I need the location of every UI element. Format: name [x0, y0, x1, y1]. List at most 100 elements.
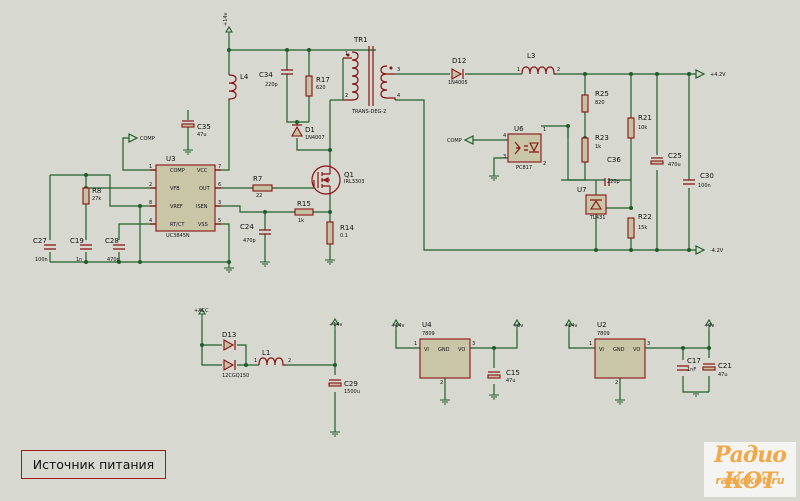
- svg-text:2: 2: [557, 67, 560, 73]
- c36-capacitor: [604, 178, 610, 186]
- wires: [49, 38, 710, 432]
- svg-text:220p: 220p: [607, 179, 620, 185]
- svg-text:COMP: COMP: [170, 168, 185, 174]
- svg-text:C28: C28: [105, 237, 119, 245]
- power-terminals: +14v +ACC +14v +14v +8v +14v +9v +4.2V -…: [128, 12, 726, 437]
- output-label-minus: -4.2V: [710, 248, 724, 254]
- svg-text:ISEN: ISEN: [196, 204, 208, 210]
- svg-text:3: 3: [218, 200, 221, 206]
- svg-text:470p: 470p: [107, 257, 120, 263]
- u2-regulator: VI VO GND U2 7809 1 3 2: [589, 321, 650, 386]
- u7-part: TL431: [589, 215, 605, 221]
- svg-text:0.1: 0.1: [340, 233, 348, 239]
- svg-text:VI: VI: [424, 347, 429, 353]
- l1-inductor: L1 1 2: [254, 349, 291, 366]
- svg-text:3: 3: [397, 67, 400, 73]
- svg-text:VO: VO: [458, 347, 465, 353]
- svg-text:R22: R22: [638, 213, 652, 221]
- svg-text:3: 3: [503, 154, 506, 160]
- svg-text:C30: C30: [700, 172, 714, 180]
- svg-text:100n: 100n: [35, 257, 48, 263]
- svg-text:22: 22: [256, 193, 262, 199]
- svg-text:1: 1: [589, 341, 592, 347]
- svg-text:VREF: VREF: [170, 204, 183, 210]
- rail-label-14v-3: +14v: [391, 323, 405, 329]
- svg-text:1: 1: [517, 67, 520, 73]
- svg-text:1: 1: [543, 127, 546, 133]
- svg-text:2: 2: [615, 380, 618, 386]
- svg-text:R7: R7: [253, 175, 262, 183]
- rail-label-8v: +8v: [513, 323, 523, 329]
- svg-text:7: 7: [218, 164, 221, 170]
- watermark-line2: radiokot.ru: [715, 474, 785, 487]
- title-text: Источник питания: [32, 457, 155, 472]
- u6-ref: U6: [514, 125, 524, 133]
- svg-text:1k: 1k: [595, 144, 601, 150]
- svg-text:C34: C34: [259, 71, 273, 79]
- svg-text:OUT: OUT: [199, 186, 211, 192]
- svg-text:VO: VO: [633, 347, 640, 353]
- d1-ref: D1: [305, 126, 315, 134]
- svg-text:47u: 47u: [197, 132, 207, 138]
- u6-part: PC817: [516, 165, 532, 171]
- svg-text:C24: C24: [240, 223, 254, 231]
- c24-capacitor: [259, 229, 271, 235]
- d13-dual-diode: D13 12CGQ150: [222, 331, 249, 379]
- u4-regulator: VI VO GND U4 7809 1 3 2: [414, 321, 475, 386]
- c27-capacitor: [44, 244, 56, 250]
- svg-text:220p: 220p: [265, 82, 278, 88]
- c21-capacitor: [702, 366, 716, 371]
- svg-text:GND: GND: [613, 347, 625, 353]
- r25-resistor: [581, 94, 589, 113]
- r8-resistor: [82, 187, 90, 205]
- svg-text:47u: 47u: [506, 378, 516, 384]
- svg-text:VCC: VCC: [197, 168, 208, 174]
- l3-ref: L3: [527, 52, 535, 60]
- svg-text:C36: C36: [607, 156, 621, 164]
- svg-text:R23: R23: [595, 134, 609, 142]
- svg-text:6: 6: [218, 182, 221, 188]
- tr1-ref: TR1: [353, 36, 368, 44]
- c28-capacitor: [113, 244, 125, 250]
- comp-label: COMP: [140, 136, 155, 142]
- d13-part: 12CGQ150: [222, 373, 249, 379]
- svg-text:1nF: 1nF: [687, 367, 696, 373]
- title-block: Источник питания: [21, 450, 166, 479]
- r21-resistor: [627, 117, 635, 139]
- svg-text:R25: R25: [595, 90, 609, 98]
- l1-ref: L1: [262, 349, 270, 357]
- svg-text:C29: C29: [344, 380, 358, 388]
- svg-text:1k: 1k: [298, 218, 304, 224]
- d1-diode: D1 1N4007: [291, 124, 325, 141]
- svg-text:RT/CT: RT/CT: [170, 222, 185, 228]
- svg-text:C21: C21: [718, 362, 732, 370]
- svg-text:15k: 15k: [638, 225, 647, 231]
- svg-text:1: 1: [414, 341, 417, 347]
- svg-text:R14: R14: [340, 224, 354, 232]
- q1-ref: Q1: [344, 171, 354, 179]
- r7-resistor: [252, 184, 273, 192]
- c30-capacitor: [683, 179, 695, 185]
- output-label-plus: +4.2V: [710, 72, 726, 78]
- svg-text:1: 1: [254, 358, 257, 364]
- rail-label-14v-2: +14v: [329, 322, 343, 328]
- svg-text:3: 3: [647, 341, 650, 347]
- svg-text:4: 4: [397, 93, 400, 99]
- svg-text:2: 2: [345, 93, 348, 99]
- c35-capacitor: [181, 123, 195, 128]
- u7-ref: U7: [577, 186, 587, 194]
- svg-text:27k: 27k: [92, 196, 101, 202]
- u3-controller-chip: COMP VFB VREF RT/CT VCC OUT ISEN VSS 1 2…: [149, 155, 221, 239]
- svg-text:2: 2: [288, 358, 291, 364]
- svg-text:C17: C17: [687, 357, 701, 365]
- svg-text:1: 1: [149, 164, 152, 170]
- svg-text:3: 3: [472, 341, 475, 347]
- svg-text:2: 2: [543, 161, 546, 167]
- u4-part: 7809: [422, 331, 435, 337]
- c34-capacitor: [281, 69, 293, 75]
- svg-text:4: 4: [149, 218, 152, 224]
- u3-part: UC3845N: [166, 233, 190, 239]
- svg-text:1n: 1n: [76, 257, 82, 263]
- svg-text:1: 1: [345, 51, 348, 57]
